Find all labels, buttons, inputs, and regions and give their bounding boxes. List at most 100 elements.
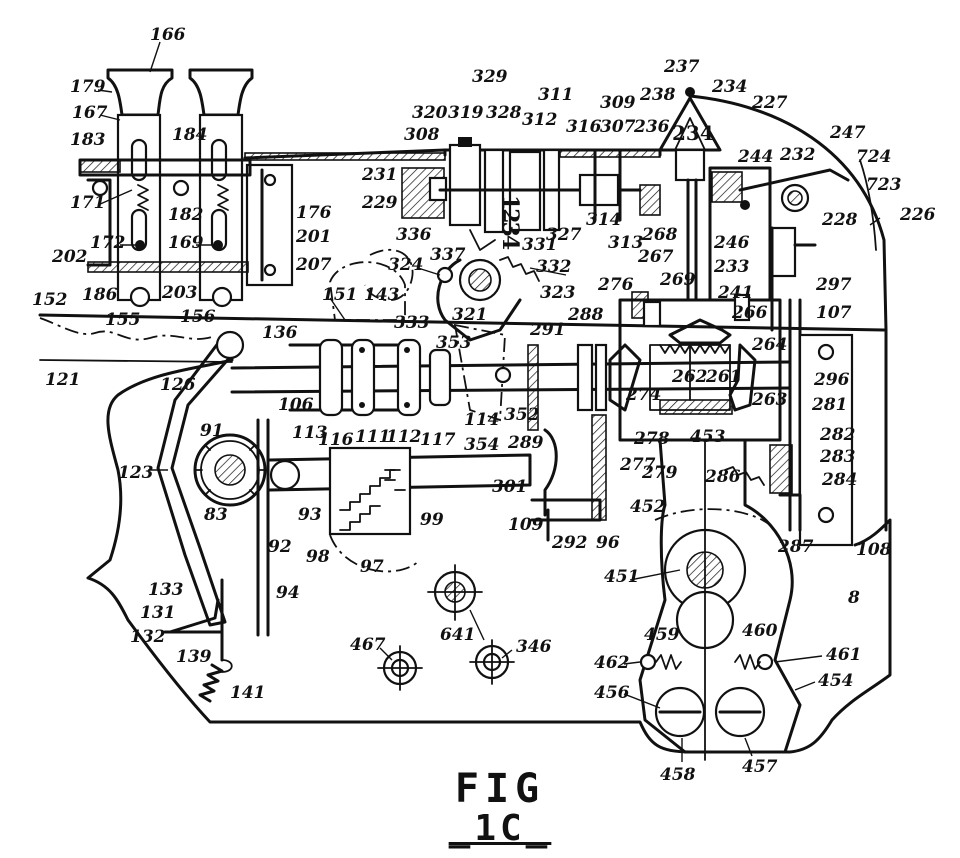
ref-724: 724 bbox=[856, 147, 892, 167]
ref-227: 227 bbox=[751, 93, 788, 113]
ref-314: 314 bbox=[586, 210, 622, 230]
ref-301: 301 bbox=[492, 477, 528, 497]
ref-284: 284 bbox=[821, 470, 858, 490]
ref-451: 451 bbox=[604, 567, 640, 587]
ref-91: 91 bbox=[200, 421, 224, 441]
counter-digits-top: 234 bbox=[672, 121, 714, 145]
ref-333: 333 bbox=[394, 313, 430, 333]
ref-283: 283 bbox=[819, 447, 856, 467]
lever-452 bbox=[638, 438, 802, 761]
ref-329: 329 bbox=[472, 67, 508, 87]
ref-96: 96 bbox=[596, 533, 620, 553]
ref-723: 723 bbox=[866, 175, 902, 195]
ref-182: 182 bbox=[168, 205, 204, 225]
ref-458: 458 bbox=[660, 765, 696, 785]
ref-97: 97 bbox=[360, 557, 384, 577]
ref-93: 93 bbox=[298, 505, 322, 525]
ref-336: 336 bbox=[396, 225, 432, 245]
ref-282: 282 bbox=[819, 425, 856, 445]
ref-641: 641 bbox=[440, 625, 476, 645]
ref-320: 320 bbox=[412, 103, 448, 123]
ref-281: 281 bbox=[811, 395, 848, 415]
ref-313: 313 bbox=[608, 233, 644, 253]
ref-167: 167 bbox=[72, 103, 108, 123]
ref-337: 337 bbox=[430, 245, 466, 265]
ref-114: 114 bbox=[464, 410, 500, 430]
ref-462: 462 bbox=[594, 653, 630, 673]
ref-327: 327 bbox=[546, 225, 582, 245]
ref-108: 108 bbox=[856, 540, 892, 560]
ref-121: 121 bbox=[45, 370, 81, 390]
fasteners bbox=[377, 564, 515, 691]
ref-461: 461 bbox=[826, 645, 862, 665]
ref-331: 331 bbox=[522, 235, 558, 255]
ref-276: 276 bbox=[597, 275, 634, 295]
ref-172: 172 bbox=[90, 233, 126, 253]
lever-123 bbox=[156, 330, 270, 703]
ref-321: 321 bbox=[452, 305, 488, 325]
ref-139: 139 bbox=[176, 647, 212, 667]
ref-261: 261 bbox=[705, 367, 742, 387]
ref-143: 143 bbox=[364, 285, 400, 305]
ref-155: 155 bbox=[105, 310, 141, 330]
ref-241: 241 bbox=[717, 283, 754, 303]
ref-287: 287 bbox=[777, 537, 814, 557]
ref-232: 232 bbox=[779, 145, 816, 165]
ref-151: 151 bbox=[322, 285, 358, 305]
ref-264: 264 bbox=[751, 335, 788, 355]
ref-166: 166 bbox=[150, 25, 186, 45]
ref-126: 126 bbox=[160, 375, 196, 395]
ref-94: 94 bbox=[276, 583, 300, 603]
ref-307: 307 bbox=[600, 117, 636, 137]
ref-459: 459 bbox=[644, 625, 680, 645]
ref-247: 247 bbox=[829, 123, 866, 143]
ref-454: 454 bbox=[818, 671, 854, 691]
ref-169: 169 bbox=[168, 233, 204, 253]
ref-332: 332 bbox=[536, 257, 572, 277]
counter-assembly: 1234 bbox=[401, 137, 661, 251]
figure-word: FIG bbox=[454, 766, 546, 812]
ref-98: 98 bbox=[306, 547, 330, 567]
ref-116: 116 bbox=[318, 430, 354, 450]
ref-456: 456 bbox=[594, 683, 630, 703]
reference-numerals: 166 179 167 183 184 171 182 172 169 202 … bbox=[32, 25, 936, 785]
ref-238: 238 bbox=[639, 85, 676, 105]
ref-201: 201 bbox=[295, 227, 332, 247]
ref-109: 109 bbox=[508, 515, 544, 535]
ref-237: 237 bbox=[663, 57, 700, 77]
ref-274: 274 bbox=[625, 385, 662, 405]
ref-467: 467 bbox=[350, 635, 386, 655]
ref-328: 328 bbox=[486, 103, 522, 123]
ref-117: 117 bbox=[420, 430, 456, 450]
ref-311: 311 bbox=[538, 85, 574, 105]
ref-186: 186 bbox=[82, 285, 118, 305]
ref-226: 226 bbox=[899, 205, 936, 225]
ref-316: 316 bbox=[566, 117, 602, 137]
counter-digits-left: 1234 bbox=[497, 195, 523, 250]
ref-457: 457 bbox=[742, 757, 778, 777]
ref-324: 324 bbox=[388, 255, 424, 275]
ref-266: 266 bbox=[731, 303, 768, 323]
ref-132: 132 bbox=[130, 627, 166, 647]
ref-8: 8 bbox=[847, 588, 860, 608]
ref-207: 207 bbox=[295, 255, 332, 275]
ref-296: 296 bbox=[813, 370, 850, 390]
ref-233: 233 bbox=[713, 257, 750, 277]
ref-131: 131 bbox=[140, 603, 176, 623]
ref-286: 286 bbox=[704, 467, 741, 487]
ref-176: 176 bbox=[296, 203, 332, 223]
ref-123: 123 bbox=[118, 463, 154, 483]
ref-263: 263 bbox=[751, 390, 788, 410]
ref-203: 203 bbox=[161, 283, 198, 303]
ref-297: 297 bbox=[815, 275, 852, 295]
leader-lines bbox=[97, 41, 881, 762]
ref-184: 184 bbox=[172, 125, 208, 145]
ref-267: 267 bbox=[637, 247, 674, 267]
ref-262: 262 bbox=[671, 367, 708, 387]
ref-136: 136 bbox=[262, 323, 298, 343]
gear-91 bbox=[193, 433, 532, 573]
ref-156: 156 bbox=[180, 307, 216, 327]
ref-308: 308 bbox=[404, 125, 440, 145]
ref-312: 312 bbox=[522, 110, 558, 130]
ref-244: 244 bbox=[737, 147, 774, 167]
